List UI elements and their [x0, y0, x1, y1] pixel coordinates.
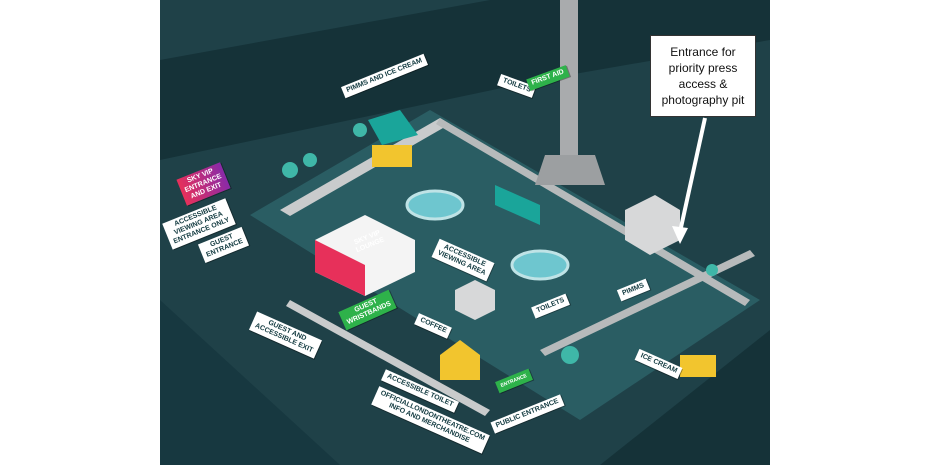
press-entrance-callout: Entrance for priority press access & pho…	[650, 35, 756, 117]
grey-building-right	[625, 195, 680, 255]
column-plinth	[535, 155, 605, 185]
tree	[353, 123, 367, 137]
tree	[303, 153, 317, 167]
fountain-left	[405, 189, 465, 221]
road-bottom-right	[600, 330, 770, 465]
road-top	[160, 0, 770, 160]
callout-arrow	[678, 117, 707, 233]
wall-bottom-right	[540, 250, 755, 356]
vip-tent-side	[315, 240, 365, 296]
stall-ice-cream	[680, 355, 716, 377]
stall-awning	[368, 110, 418, 145]
tree	[561, 346, 579, 364]
nelson-column	[560, 0, 578, 155]
square-ground	[250, 110, 760, 420]
fountain-right	[510, 249, 570, 281]
wall-top-right	[436, 118, 750, 306]
stall-merch	[440, 340, 480, 380]
road-bottom-left	[160, 300, 340, 465]
wall-top-left	[280, 118, 450, 216]
tree	[706, 264, 718, 276]
tree	[282, 162, 298, 178]
grey-building-center	[455, 280, 495, 320]
wall-bottom-left	[286, 300, 490, 416]
stall-pimms-ice-cream	[372, 145, 412, 167]
map-illustration	[160, 0, 770, 465]
callout-arrowhead	[672, 226, 688, 244]
teal-structure	[495, 185, 540, 225]
